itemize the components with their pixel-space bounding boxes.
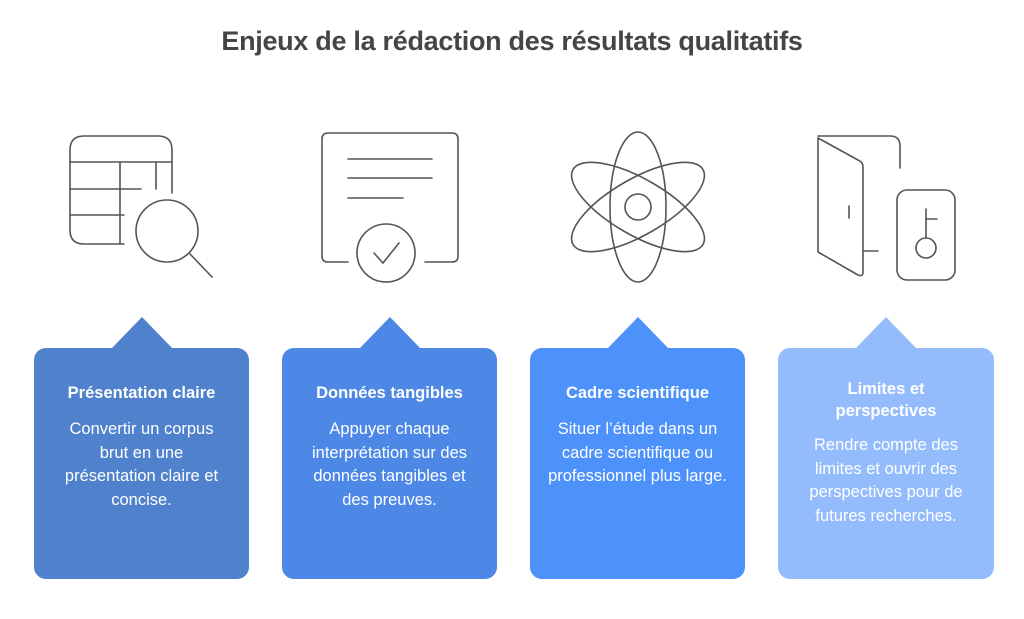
card-presentation-claire: Présentation claire Convertir un corpus …: [34, 317, 249, 579]
card-cadre-scientifique: Cadre scientifique Situer l’étude dans u…: [530, 317, 745, 579]
certificate-check-icon: [300, 120, 480, 290]
table-search-icon: [50, 120, 230, 290]
card-description: Appuyer chaque interprétation sur des do…: [312, 420, 468, 509]
card-donnees-tangibles: Données tangibles Appuyer chaque interpr…: [282, 317, 497, 579]
card-title: Cadre scientifique: [565, 384, 710, 402]
atom-icon: [550, 120, 730, 290]
card-description: Situer l’étude dans un cadre scientifiqu…: [548, 420, 727, 485]
door-key-icon: [800, 120, 980, 290]
card-description: Rendre compte des limites et ouvrir des …: [809, 436, 963, 525]
card-title: Données tangibles: [316, 384, 463, 402]
card-title: Limites et perspectives: [835, 380, 937, 420]
page-title: Enjeux de la rédaction des résultats qua…: [221, 26, 803, 56]
card-description: Convertir un corpus brut en une présenta…: [64, 420, 219, 509]
card-limites-perspectives: Limites et perspectives Rendre compte de…: [778, 317, 994, 579]
card-title: Présentation claire: [67, 384, 216, 402]
